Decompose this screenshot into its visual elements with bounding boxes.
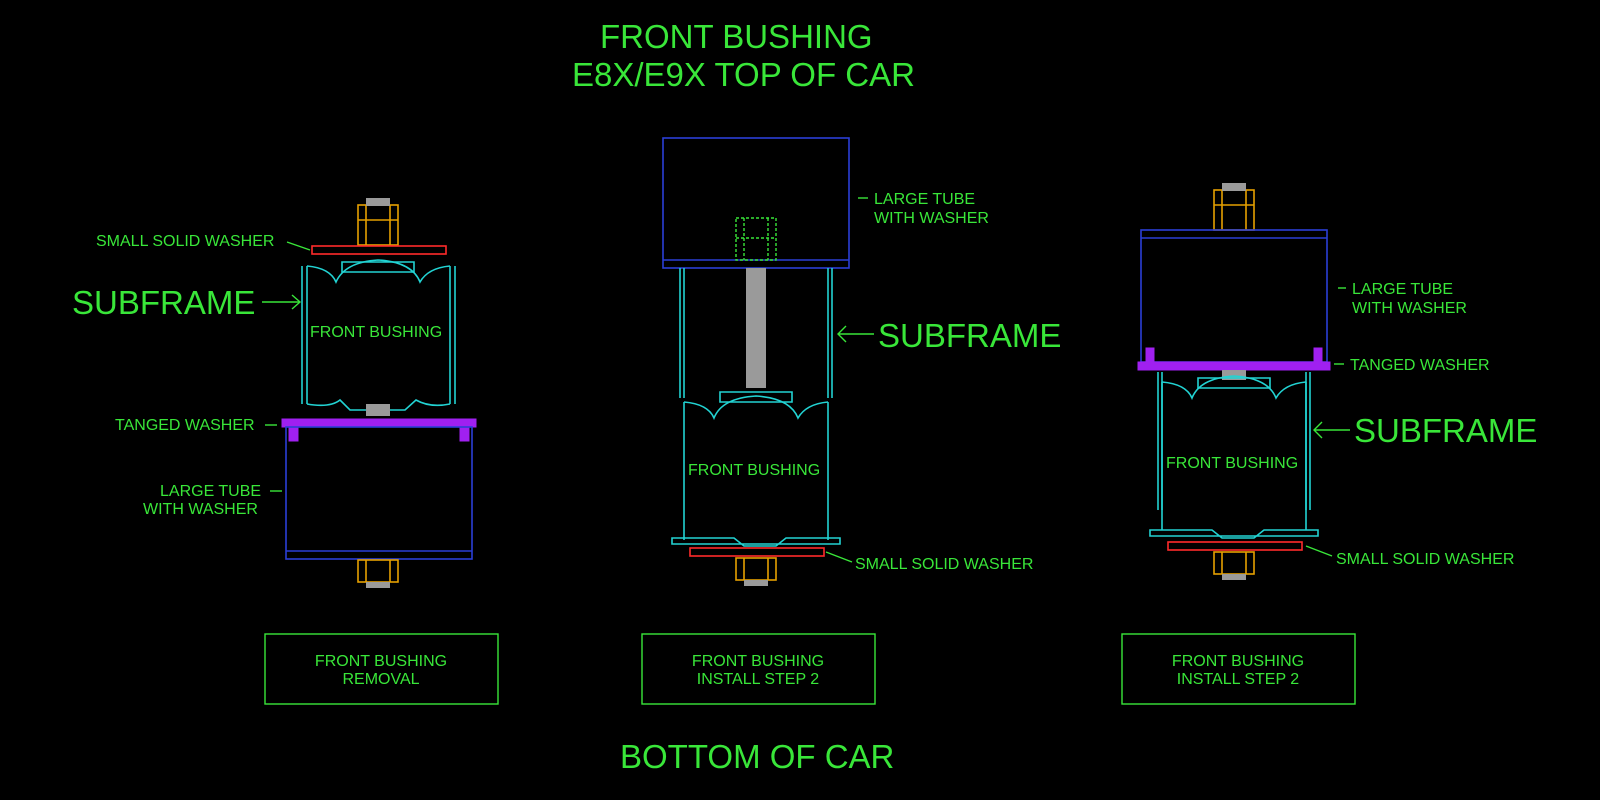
panel-removal: SMALL SOLID WASHER SUBFRAME FRONT BUSHIN… — [72, 198, 499, 705]
title-line-2: E8X/E9X TOP OF CAR — [572, 56, 915, 93]
top-nut — [1213, 183, 1255, 231]
bottom-nut — [735, 557, 777, 586]
small-solid-washer — [1167, 541, 1303, 551]
subframe-tube — [301, 266, 456, 404]
front-bushing — [671, 391, 841, 547]
label-large-tube-1: LARGE TUBE — [1352, 281, 1453, 298]
label-large-tube-1: LARGE TUBE — [160, 483, 261, 500]
label-front-bushing: FRONT BUSHING — [1166, 455, 1298, 472]
caption-line-1: FRONT BUSHING — [315, 653, 447, 670]
label-tanged-washer: TANGED WASHER — [1350, 357, 1490, 374]
subframe-tube — [679, 268, 833, 398]
caption-line-2: INSTALL STEP 2 — [697, 671, 820, 688]
caption-line-1: FRONT BUSHING — [692, 653, 824, 670]
tanged-washer — [1137, 361, 1331, 371]
label-small-solid-washer: SMALL SOLID WASHER — [855, 556, 1033, 573]
label-subframe: SUBFRAME — [72, 284, 255, 321]
caption-line-1: FRONT BUSHING — [1172, 653, 1304, 670]
tanged-washer — [281, 418, 477, 428]
label-subframe: SUBFRAME — [878, 317, 1061, 354]
top-nut — [357, 198, 399, 246]
small-solid-washer — [689, 547, 825, 557]
hidden-nut — [735, 217, 777, 261]
label-front-bushing: FRONT BUSHING — [310, 324, 442, 341]
bottom-nut — [1213, 551, 1255, 580]
front-bushing — [306, 259, 451, 416]
front-bushing — [1149, 370, 1319, 539]
subframe-tube — [1157, 372, 1311, 510]
label-large-tube-2: WITH WASHER — [874, 210, 989, 227]
panel-install-step-2-a: LARGE TUBE WITH WASHER SUBFRAME FRONT BU… — [641, 137, 1061, 705]
label-subframe: SUBFRAME — [1354, 412, 1537, 449]
label-front-bushing: FRONT BUSHING — [688, 462, 820, 479]
caption-line-2: INSTALL STEP 2 — [1177, 671, 1300, 688]
caption-line-2: REMOVAL — [342, 671, 419, 688]
title-line-1: FRONT BUSHING — [600, 18, 873, 55]
label-large-tube-1: LARGE TUBE — [874, 191, 975, 208]
label-large-tube-2: WITH WASHER — [143, 501, 258, 518]
bottom-nut — [357, 559, 399, 588]
large-tube — [1140, 229, 1328, 363]
label-small-solid-washer: SMALL SOLID WASHER — [96, 233, 274, 250]
small-solid-washer — [311, 245, 447, 255]
large-tube — [285, 426, 473, 560]
threaded-rod — [746, 268, 766, 388]
caption-box-install-b — [1121, 633, 1356, 705]
large-tube — [662, 137, 850, 269]
label-large-tube-2: WITH WASHER — [1352, 300, 1467, 317]
caption-box-install-a — [641, 633, 876, 705]
label-tanged-washer: TANGED WASHER — [115, 417, 255, 434]
label-small-solid-washer: SMALL SOLID WASHER — [1336, 551, 1514, 568]
bottom-of-car-label: BOTTOM OF CAR — [620, 738, 894, 775]
panel-install-step-2-b: LARGE TUBE WITH WASHER TANGED WASHER SUB… — [1121, 183, 1537, 705]
caption-box-removal — [264, 633, 499, 705]
